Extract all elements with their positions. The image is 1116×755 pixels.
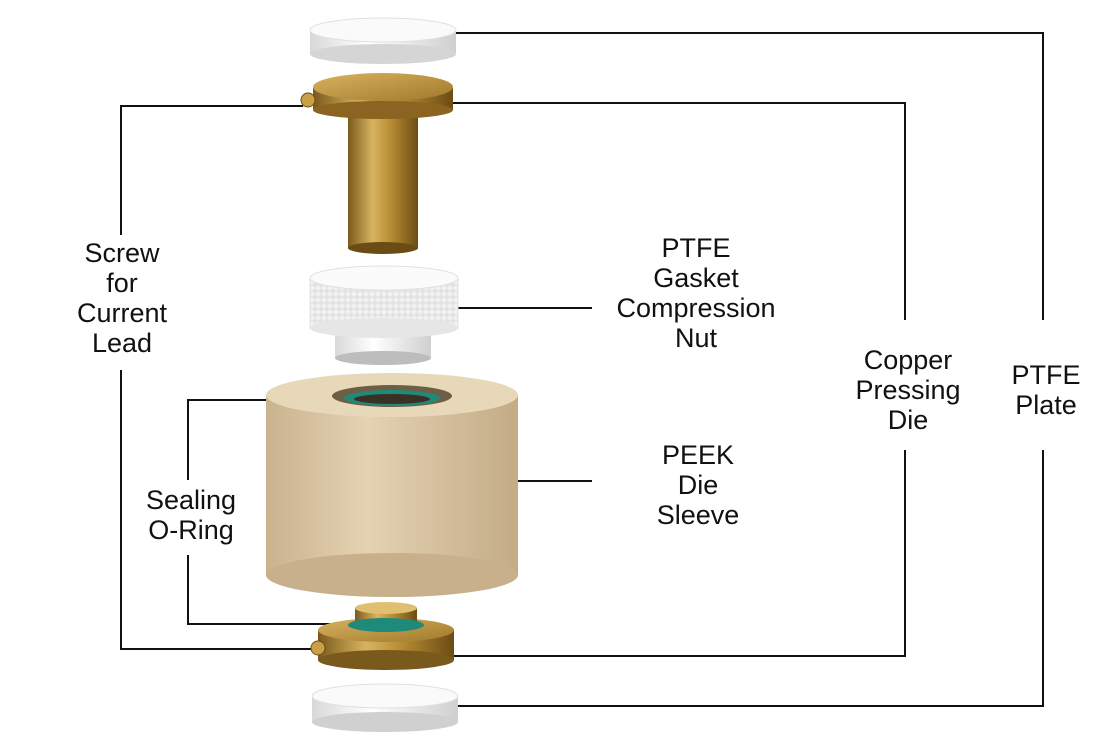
label-screw-current-lead: Screw for Current Lead — [62, 238, 182, 358]
ptfe-plate-bottom — [311, 683, 459, 732]
label-sealing-oring: Sealing O-Ring — [128, 485, 254, 545]
label-copper-pressing-die: Copper Pressing Die — [838, 345, 978, 435]
ptfe-compression-nut — [309, 265, 459, 365]
ptfe-plate-top — [309, 17, 457, 64]
leader-screw-upper — [120, 105, 303, 235]
leader-ptfe-plate — [440, 32, 1044, 320]
screw-icon-bottom — [310, 640, 326, 656]
leader-lines — [120, 32, 1044, 707]
leader-ptfe-plate-lower — [440, 450, 1044, 707]
leader-copper-die-lower — [440, 450, 906, 657]
copper-die-bottom — [310, 602, 454, 670]
leader-screw-lower — [120, 370, 312, 650]
label-peek-die-sleeve: PEEK Die Sleeve — [632, 440, 764, 530]
copper-die-top — [300, 73, 453, 254]
label-ptfe-compression-nut: PTFE Gasket Compression Nut — [594, 233, 798, 353]
peek-die-sleeve — [266, 373, 518, 597]
screw-icon-top — [300, 92, 316, 108]
label-ptfe-plate: PTFE Plate — [996, 360, 1096, 420]
leader-copper-die — [440, 102, 906, 320]
leader-oring-lower — [187, 555, 375, 625]
